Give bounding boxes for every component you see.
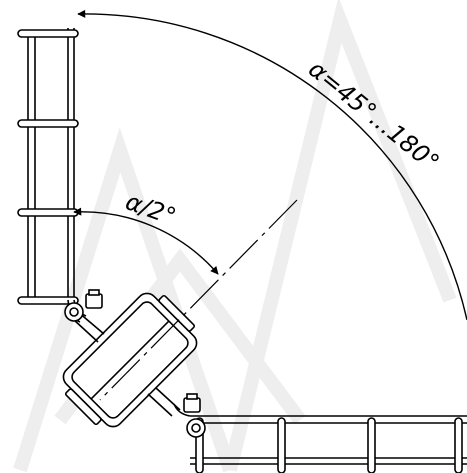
full-angle-label: α=45°...180° [303, 55, 444, 177]
tray-rung [367, 417, 376, 473]
bisector-line [99, 199, 298, 401]
vertical-cable-tray [17, 28, 87, 323]
half-angle-arc [73, 207, 219, 275]
tray-rung [17, 29, 79, 38]
hinged-connector [62, 289, 206, 438]
full-angle-arc [77, 9, 467, 321]
tray-rung [17, 119, 79, 128]
tray-rung [17, 296, 79, 305]
tray-rung [17, 208, 79, 217]
tray-rung [454, 417, 463, 473]
horizontal-cable-tray [173, 403, 467, 473]
tray-rung [277, 417, 286, 473]
